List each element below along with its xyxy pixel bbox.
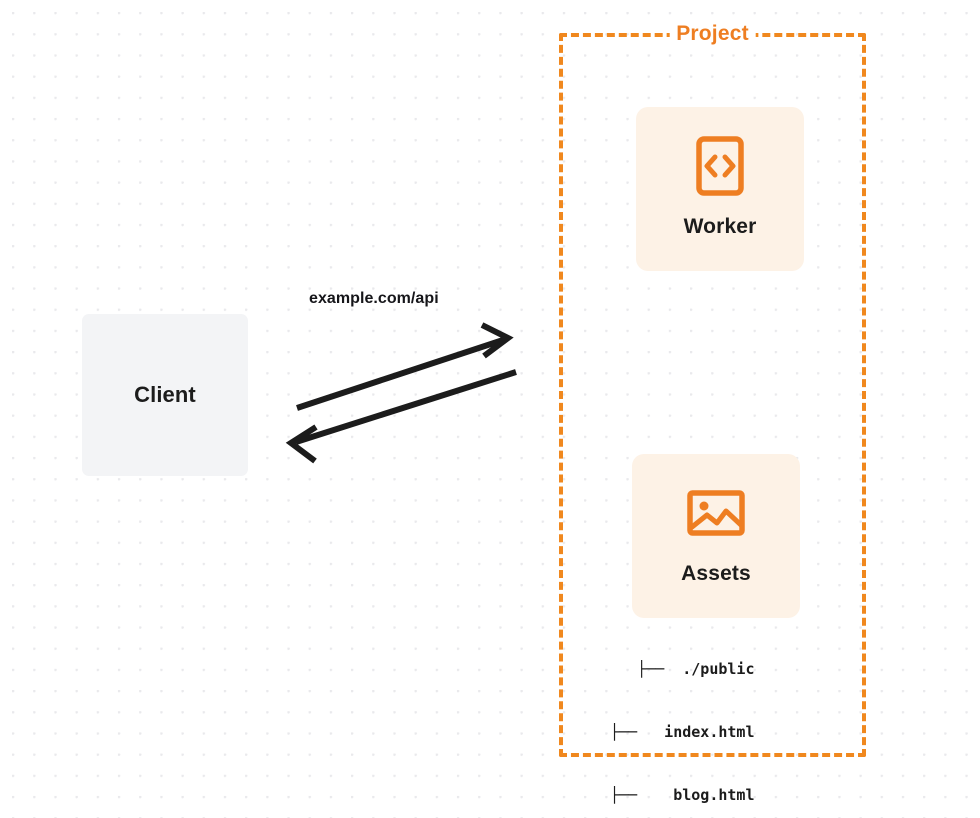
project-container: Project Worker Assets (559, 22, 866, 757)
code-brackets-icon (696, 136, 744, 196)
client-node-label: Client (134, 382, 196, 407)
worker-card-label: Worker (683, 215, 757, 238)
worker-card[interactable]: Worker (636, 107, 804, 271)
client-node[interactable]: Client (82, 314, 248, 476)
image-icon (687, 490, 745, 536)
project-title: Project (669, 22, 756, 46)
file-tree-row: ├── index.html (610, 723, 755, 741)
assets-card[interactable]: Assets (632, 454, 800, 618)
response-arrow (285, 369, 517, 464)
file-tree-row: ├── blog.html (610, 786, 755, 804)
request-arrow (296, 322, 514, 411)
connector-label: example.com/api (309, 290, 439, 307)
file-tree-row: ├── ./public (637, 660, 755, 678)
assets-card-label: Assets (681, 562, 751, 585)
assets-file-tree: ├── ./public ├── index.html ├── blog.htm… (610, 617, 755, 818)
